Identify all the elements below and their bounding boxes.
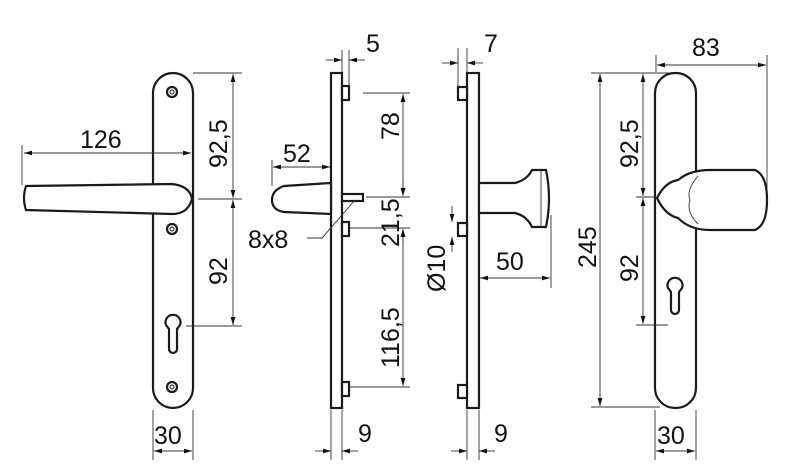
dim-boss-5: 5 [366, 30, 380, 58]
dim-boss-7: 7 [484, 30, 498, 58]
lever-rose-side [270, 181, 333, 216]
dim-spindle-size: 8x8 [248, 226, 288, 254]
lever-side-view: 52 5 8x8 78 21,5 116,5 9 [248, 30, 410, 460]
knob-side-view: 7 Ø10 50 9 [423, 30, 552, 460]
dim-total-height: 245 [574, 226, 602, 268]
screw-holes [165, 85, 179, 394]
dim-thickness: 9 [494, 420, 508, 448]
knob-front-view: 83 245 92,5 92 30 [574, 34, 769, 460]
dim-upper-distance: 92,5 [616, 119, 644, 168]
cylinder-cutout [164, 313, 182, 355]
spindle [340, 192, 365, 203]
dim-knob-projection: 50 [496, 248, 524, 276]
cylinder-cutout [666, 276, 684, 316]
backplate [653, 71, 698, 410]
dim-upper-distance: 92,5 [205, 119, 233, 168]
backplate-side [465, 71, 481, 410]
knob [655, 168, 769, 232]
knob-side [477, 168, 551, 229]
dim-spindle-offset: 21,5 [377, 198, 405, 247]
dim-lever-projection: 52 [283, 140, 311, 168]
lever-front-view: 126 92,5 92 30 [21, 71, 242, 460]
dim-knob-width: 83 [692, 34, 720, 62]
dim-thickness: 9 [358, 420, 372, 448]
backplate [151, 71, 195, 410]
backplate-side [329, 71, 344, 410]
dim-lower-distance: 92 [616, 254, 644, 282]
dim-plate-width: 30 [657, 422, 685, 450]
dim-plate-width: 30 [154, 422, 182, 450]
lever-handle [22, 182, 194, 216]
dim-bottom-distance: 116,5 [377, 307, 405, 368]
dim-lever-length: 126 [80, 126, 122, 154]
dim-lower-distance: 92 [205, 257, 233, 285]
dim-boss-diameter: Ø10 [423, 245, 451, 292]
dim-top-distance: 78 [377, 112, 405, 140]
